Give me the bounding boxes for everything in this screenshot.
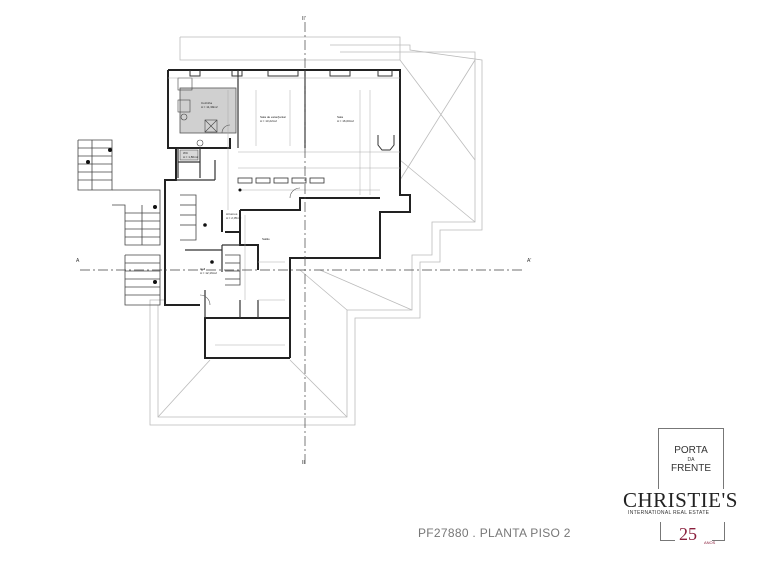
anniversary-number: 25: [679, 524, 697, 544]
stairs: [77, 139, 241, 306]
section-mark-top: II': [302, 16, 306, 22]
logo-line-1: PORTA: [674, 445, 708, 456]
room-label-salao: Salão: [262, 237, 270, 241]
christies-logo: CHRISTIE'S: [623, 488, 738, 512]
section-mark-right: A': [527, 258, 531, 264]
section-mark-bottom: II: [302, 460, 305, 466]
roof-outline: [149, 36, 483, 426]
section-mark-left: A: [76, 258, 80, 264]
logo-line-2: DA: [687, 457, 695, 463]
room-label-hall: Hall: [200, 267, 206, 271]
room-area-kitchen: A = 11,39m2: [201, 105, 218, 109]
room-label-sala: Sala: [337, 115, 343, 119]
room-label-wc: WC: [183, 151, 189, 155]
logo-line-3: FRENTE: [671, 463, 711, 474]
kitchen-area: [179, 87, 237, 134]
room-label-living: Sala de estar/jantar: [260, 115, 286, 119]
room-area-sala: A = 16,00m2: [337, 119, 354, 123]
anniversary-label: ANOS: [704, 540, 716, 545]
christies-subtitle: INTERNATIONAL REAL ESTATE: [628, 510, 710, 516]
wc-area: [179, 149, 199, 161]
room-area-arrumos: A = 2,05m2: [226, 216, 242, 220]
logo-bracket-left: [660, 522, 675, 541]
room-label-kitchen: Cozinha: [201, 101, 212, 105]
partitions: [176, 70, 306, 318]
section-lines: [80, 22, 525, 465]
walls: [164, 69, 411, 359]
room-area-wc: A = 1,80m2: [183, 155, 199, 159]
plan-caption: PF27880 . PLANTA PISO 2: [418, 526, 571, 540]
room-area-hall: A = 12,16m2: [200, 271, 217, 275]
logo-frame: [658, 428, 724, 489]
porta-da-frente-logo: PORTA DA FRENTE: [658, 428, 724, 526]
logo-bracket-right: [712, 522, 725, 541]
room-area-living: A = 13,22m2: [260, 119, 277, 123]
room-label-arrumos: Arrumos: [226, 212, 238, 216]
